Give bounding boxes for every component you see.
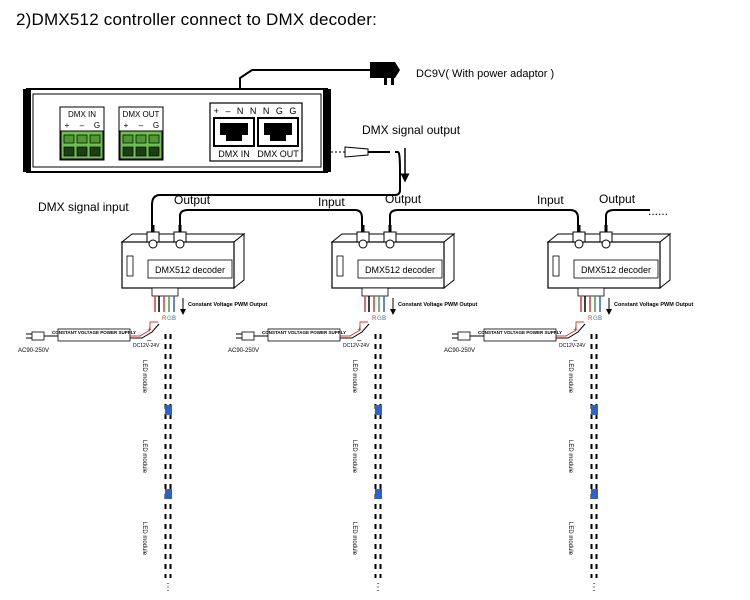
led-strip: ⋮ <box>373 334 383 593</box>
led-module-label: LED module <box>567 440 573 474</box>
pin-ground-label: G <box>153 121 159 130</box>
led-module-label: LED module <box>351 522 357 556</box>
signal-output-label: DMX signal output <box>362 123 461 137</box>
dc-label: DC12V-24V <box>343 343 370 349</box>
pwm-output-label: Constant Voltage PWM Output <box>398 302 478 308</box>
dmx512-controller: DMX IN + – G DMX OUT + – G <box>23 88 331 173</box>
decoder-unit-3: DMX512 decoder R G B Constant Voltage PW… <box>444 225 694 593</box>
led-module-label: LED module <box>141 440 147 474</box>
power-adapter <box>239 62 400 89</box>
led-strip-continuation: ⋮ <box>589 582 599 593</box>
dmx-chain-cables <box>151 151 650 232</box>
pin-minus-label: – <box>80 121 85 130</box>
rgb-r: R <box>588 316 593 322</box>
decoder-unit-1: DMX512 decoder R G B Constant Voltage PW… <box>18 225 268 593</box>
power-supply-label: CONSTANT VOLTAGE POWER SUPPLY <box>478 330 562 335</box>
dmx-in-terminal: DMX IN + – G <box>59 106 105 161</box>
decoder-label: DMX512 decoder <box>365 265 435 275</box>
power-supply-label: CONSTANT VOLTAGE POWER SUPPLY <box>262 330 346 335</box>
decoder-label: DMX512 decoder <box>581 265 651 275</box>
pwm-output-label: Constant Voltage PWM Output <box>614 302 694 308</box>
decoder-label: DMX512 decoder <box>155 265 225 275</box>
power-label: DC9V( With power adaptor ) <box>416 68 554 80</box>
led-module-label: LED module <box>567 522 573 556</box>
output-label-3: Output <box>599 192 636 206</box>
pin-plus-label: + <box>65 121 70 130</box>
led-strip: ⋮ <box>589 334 599 593</box>
led-strip-continuation: ⋮ <box>163 582 173 593</box>
signal-input-label: DMX signal input <box>38 200 129 214</box>
led-module-label: LED module <box>567 360 573 394</box>
led-module-label: LED module <box>351 440 357 474</box>
rgb-g: G <box>167 316 172 322</box>
dmx-out-terminal-label: DMX OUT <box>123 110 160 119</box>
pin-plus-label: + <box>124 121 129 130</box>
rj45-out-label: DMX OUT <box>257 149 299 159</box>
dmx-out-terminal: DMX OUT + – G <box>118 106 164 161</box>
output-label-1: Output <box>174 193 211 207</box>
pwm-output-label: Constant Voltage PWM Output <box>188 302 268 308</box>
dmx-output-plug <box>327 146 410 183</box>
rgb-g: G <box>593 316 598 322</box>
chain-continuation: ...... <box>648 204 668 218</box>
rgb-b: B <box>172 316 176 322</box>
dmx-in-terminal-label: DMX IN <box>68 110 96 119</box>
ac-label: AC90-250V <box>18 348 49 354</box>
decoder-unit-2: DMX512 decoder R G B Constant Voltage PW… <box>228 225 478 593</box>
polarity-minus: – <box>147 336 152 345</box>
rgb-b: B <box>382 316 386 322</box>
led-strip-continuation: ⋮ <box>373 582 383 593</box>
rj45-in-label: DMX IN <box>218 149 250 159</box>
led-strip: ⋮ <box>163 334 173 593</box>
led-module-label: LED module <box>351 360 357 394</box>
polarity-minus: – <box>357 336 362 345</box>
power-supply-label: CONSTANT VOLTAGE POWER SUPPLY <box>52 330 136 335</box>
ac-label: AC90-250V <box>228 348 259 354</box>
rgb-r: R <box>162 316 167 322</box>
rgb-b: B <box>598 316 602 322</box>
rgb-r: R <box>372 316 377 322</box>
input-label-3: Input <box>537 193 564 207</box>
rj45-ports: + – N N N G G DMX IN DMX OUT <box>209 102 303 162</box>
led-module-label: LED module <box>141 360 147 394</box>
input-label-2: Input <box>318 195 345 209</box>
rgb-g: G <box>377 316 382 322</box>
dc-label: DC12V-24V <box>559 343 586 349</box>
rj45-pin-labels: + – N N N G G <box>214 106 299 116</box>
led-module-label: LED module <box>141 522 147 556</box>
pin-minus-label: – <box>139 121 144 130</box>
page-title: 2)DMX512 controller connect to DMX decod… <box>16 10 378 29</box>
dc-label: DC12V-24V <box>133 343 160 349</box>
polarity-minus: – <box>573 336 578 345</box>
ac-label: AC90-250V <box>444 348 475 354</box>
pin-ground-label: G <box>94 121 100 130</box>
